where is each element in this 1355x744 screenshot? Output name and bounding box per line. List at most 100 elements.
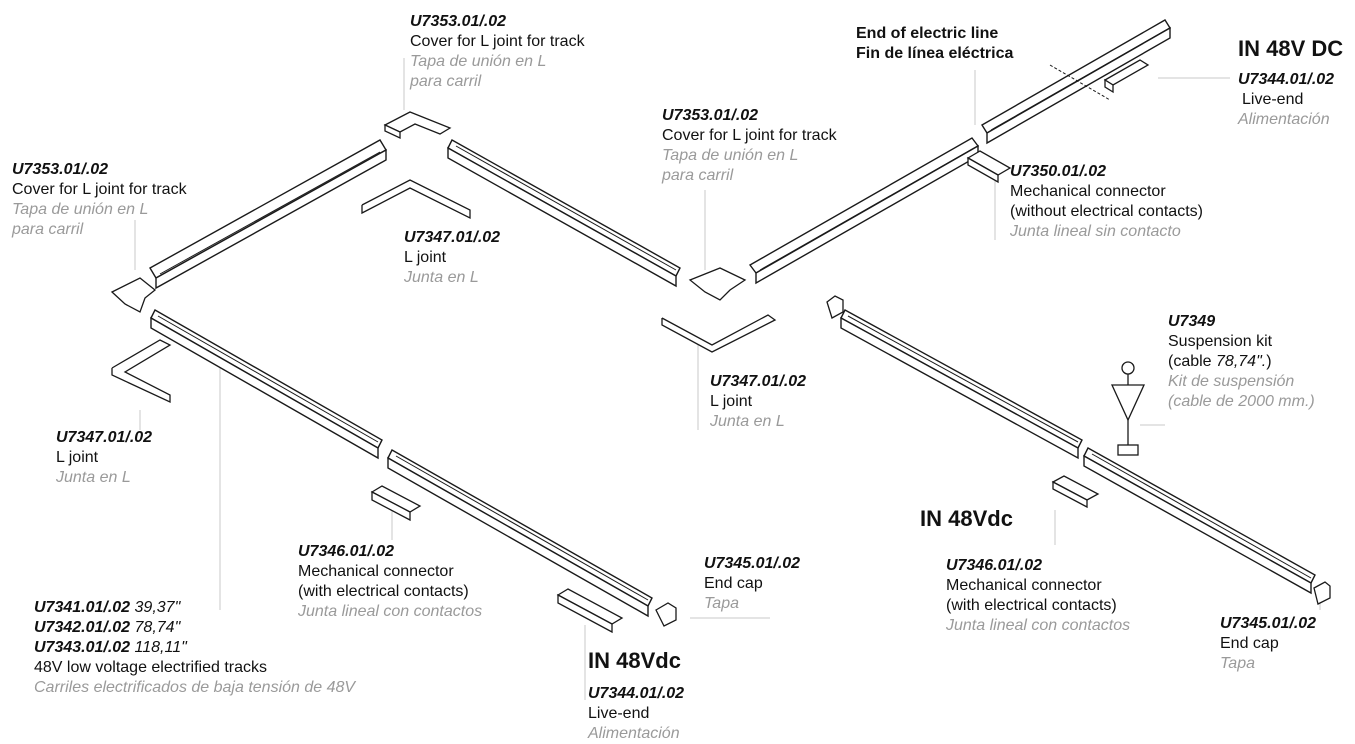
label-ljoint-top-en: L joint xyxy=(404,249,447,266)
label-cover-left-en: Cover for L joint for track xyxy=(12,181,187,198)
label-endcap-mid-en: End cap xyxy=(704,575,763,592)
label-mech-no-contacts: U7350.01/.02 Mechanical connector (witho… xyxy=(1010,162,1203,242)
label-end-line-es: Fin de línea eléctrica xyxy=(856,45,1014,62)
label-live-end-top: U7344.01/.02 Live-end Alimentación xyxy=(1238,70,1334,130)
suspension-kit xyxy=(1110,361,1146,456)
label-cover-mid: U7353.01/.02 Cover for L joint for track… xyxy=(662,106,837,186)
label-suspension-en2-suffix: ) xyxy=(1266,353,1272,370)
label-mech-contacts-mid-es: Junta lineal con contactos xyxy=(298,603,483,620)
label-suspension-es2: (cable de 2000 mm.) xyxy=(1168,393,1315,410)
label-endcap-right-code: U7345.01/.02 xyxy=(1220,615,1317,632)
label-ljoint-left-es: Junta en L xyxy=(56,469,131,486)
label-mech-no-contacts-code: U7350.01/.02 xyxy=(1010,163,1107,180)
live-end-bottom xyxy=(556,588,624,634)
label-suspension-en2-value: 78,74". xyxy=(1216,353,1267,370)
label-cover-left-es1: Tapa de unión en L xyxy=(12,201,149,218)
label-mech-no-contacts-en2: (without electrical contacts) xyxy=(1010,203,1203,220)
label-cover-top-es2: para carril xyxy=(410,73,482,90)
label-live-end-bottom: U7344.01/.02 Live-end Alimentación xyxy=(588,684,684,744)
label-tracks-es: Carriles electrificados de baja tensión … xyxy=(34,679,356,696)
label-in-dc-top: IN 48V DC xyxy=(1238,36,1344,61)
l-joint-left xyxy=(111,339,172,404)
label-in-vdc-right: IN 48Vdc xyxy=(920,506,1013,531)
label-mech-no-contacts-en1: Mechanical connector xyxy=(1010,183,1166,200)
label-mech-contacts-mid-en2: (with electrical contacts) xyxy=(298,583,469,600)
label-ljoint-mid-code: U7347.01/.02 xyxy=(710,373,807,390)
label-cover-mid-code: U7353.01/.02 xyxy=(662,107,759,124)
label-tracks-row-3: U7343.01/.02 118,11" xyxy=(34,638,355,658)
track-left-lower xyxy=(150,309,383,460)
label-ljoint-top-es: Junta en L xyxy=(404,269,479,286)
label-mech-contacts-right: U7346.01/.02 Mechanical connector (with … xyxy=(946,556,1130,636)
cut-line xyxy=(1049,64,1111,101)
label-ljoint-left: U7347.01/.02 L joint Junta en L xyxy=(56,428,152,488)
label-endcap-mid-es: Tapa xyxy=(704,595,739,612)
label-cover-left-es2: para carril xyxy=(12,221,84,238)
l-joint-top xyxy=(361,179,471,220)
label-ljoint-left-code: U7347.01/.02 xyxy=(56,429,153,446)
label-live-end-top-code: U7344.01/.02 xyxy=(1238,71,1335,88)
end-cap-right xyxy=(1313,581,1331,605)
label-cover-mid-es2: para carril xyxy=(662,167,734,184)
label-ljoint-left-en: L joint xyxy=(56,449,99,466)
label-mech-contacts-right-en1: Mechanical connector xyxy=(946,577,1102,594)
label-tracks-row-1: U7341.01/.02 39,37" xyxy=(34,598,355,618)
track-top-right xyxy=(981,19,1171,145)
track-center-lower xyxy=(387,449,653,618)
label-tracks: U7341.01/.02 39,37" U7342.01/.02 78,74" … xyxy=(34,598,355,698)
label-ljoint-mid-en: L joint xyxy=(710,393,753,410)
label-endcap-right: U7345.01/.02 End cap Tapa xyxy=(1220,614,1316,674)
track-center-rising xyxy=(748,137,980,285)
label-endcap-mid: U7345.01/.02 End cap Tapa xyxy=(704,554,800,614)
live-end-top xyxy=(1103,59,1150,94)
label-cover-left-code: U7353.01/.02 xyxy=(12,161,109,178)
label-mech-no-contacts-es: Junta lineal sin contacto xyxy=(1010,223,1181,240)
label-live-end-top-es: Alimentación xyxy=(1238,111,1330,128)
label-ljoint-top: U7347.01/.02 L joint Junta en L xyxy=(404,228,500,288)
label-tracks-row-2-code: U7342.01/.02 xyxy=(34,619,131,636)
label-cover-top-es1: Tapa de unión en L xyxy=(410,53,547,70)
label-suspension-code: U7349 xyxy=(1168,313,1216,330)
label-tracks-row-3-code: U7343.01/.02 xyxy=(34,639,131,656)
l-cover-top xyxy=(383,111,452,140)
end-cap-mid xyxy=(655,602,677,627)
label-tracks-en: 48V low voltage electrified tracks xyxy=(34,659,267,676)
label-mech-contacts-mid: U7346.01/.02 Mechanical connector (with … xyxy=(298,542,482,622)
label-endcap-mid-code: U7345.01/.02 xyxy=(704,555,801,572)
leader-lines xyxy=(134,58,1321,700)
label-cover-left: U7353.01/.02 Cover for L joint for track… xyxy=(12,160,187,240)
label-suspension-en: Suspension kit xyxy=(1168,333,1273,350)
label-cover-top-code: U7353.01/.02 xyxy=(410,13,507,30)
track-top-center xyxy=(447,139,681,288)
label-live-end-bottom-en: Live-end xyxy=(588,705,650,722)
label-cover-mid-es1: Tapa de unión en L xyxy=(662,147,799,164)
label-cover-top-en: Cover for L joint for track xyxy=(410,33,585,50)
connector-right xyxy=(1051,475,1100,509)
label-cover-top: U7353.01/.02 Cover for L joint for track… xyxy=(410,12,585,92)
connector-no-contacts xyxy=(966,150,1012,184)
end-cap-top xyxy=(826,295,844,319)
label-endcap-right-es: Tapa xyxy=(1220,655,1255,672)
label-live-end-bottom-es: Alimentación xyxy=(588,725,680,742)
label-tracks-row-2: U7342.01/.02 78,74" xyxy=(34,618,355,638)
label-tracks-row-3-len: 118,11" xyxy=(134,639,187,656)
label-suspension-en2: (cable 78,74".) xyxy=(1168,352,1315,372)
label-end-line-en: End of electric line xyxy=(856,25,999,42)
label-in-vdc-bottom: IN 48Vdc xyxy=(588,648,681,673)
label-suspension: U7349 Suspension kit (cable 78,74".) Kit… xyxy=(1168,312,1315,412)
label-mech-contacts-right-en2: (with electrical contacts) xyxy=(946,597,1117,614)
label-endcap-right-en: End cap xyxy=(1220,635,1279,652)
label-mech-contacts-mid-en1: Mechanical connector xyxy=(298,563,454,580)
l-cover-left xyxy=(110,277,157,313)
label-cover-mid-en: Cover for L joint for track xyxy=(662,127,837,144)
label-ljoint-mid-es: Junta en L xyxy=(710,413,785,430)
label-suspension-es1: Kit de suspensión xyxy=(1168,373,1295,390)
l-cover-mid xyxy=(688,267,747,301)
label-mech-contacts-mid-code: U7346.01/.02 xyxy=(298,543,395,560)
label-end-line: End of electric line Fin de línea eléctr… xyxy=(856,24,1013,64)
label-live-end-bottom-code: U7344.01/.02 xyxy=(588,685,685,702)
label-mech-contacts-right-code: U7346.01/.02 xyxy=(946,557,1043,574)
label-live-end-top-en: Live-end xyxy=(1242,91,1304,108)
label-tracks-row-1-code: U7341.01/.02 xyxy=(34,599,131,616)
label-suspension-en2-prefix: (cable xyxy=(1168,353,1217,370)
